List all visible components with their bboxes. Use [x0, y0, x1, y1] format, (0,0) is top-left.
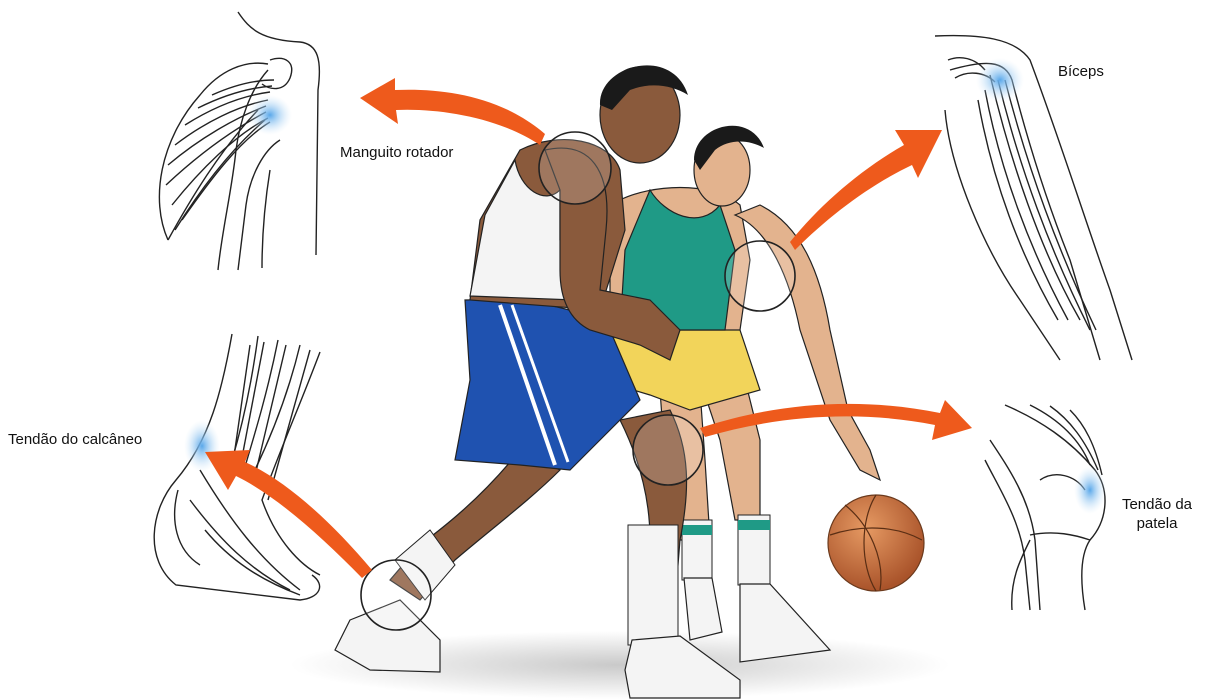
label-achilles-tendon: Tendão do calcâneo	[8, 430, 142, 449]
biceps-anatomy-illustration	[935, 36, 1132, 360]
shoulder-anatomy-illustration	[159, 12, 319, 270]
label-biceps: Bíceps	[1058, 62, 1104, 81]
label-patellar-tendon-line2: patela	[1137, 515, 1178, 532]
arrow-ankle	[205, 450, 372, 578]
label-patellar-tendon-line1: Tendão da	[1122, 496, 1192, 513]
arrow-shoulder	[360, 78, 545, 145]
rotator-cuff-highlight	[248, 95, 292, 135]
label-patellar-tendon: Tendão da patela	[1112, 495, 1202, 533]
arrow-biceps	[790, 130, 942, 250]
patellar-tendon-highlight	[1074, 466, 1106, 514]
defender-shoe-left	[684, 578, 722, 640]
biceps-marker-circle	[725, 241, 795, 311]
basketball	[828, 495, 924, 591]
defender-shoe-right	[740, 584, 830, 662]
attacker-sock-front	[628, 525, 678, 645]
ankle-marker-circle	[361, 560, 431, 630]
label-rotator-cuff: Manguito rotador	[340, 143, 453, 162]
biceps-tendon-highlight	[976, 58, 1024, 102]
shoulder-marker-circle	[539, 132, 611, 204]
knee-marker-circle	[633, 415, 703, 485]
